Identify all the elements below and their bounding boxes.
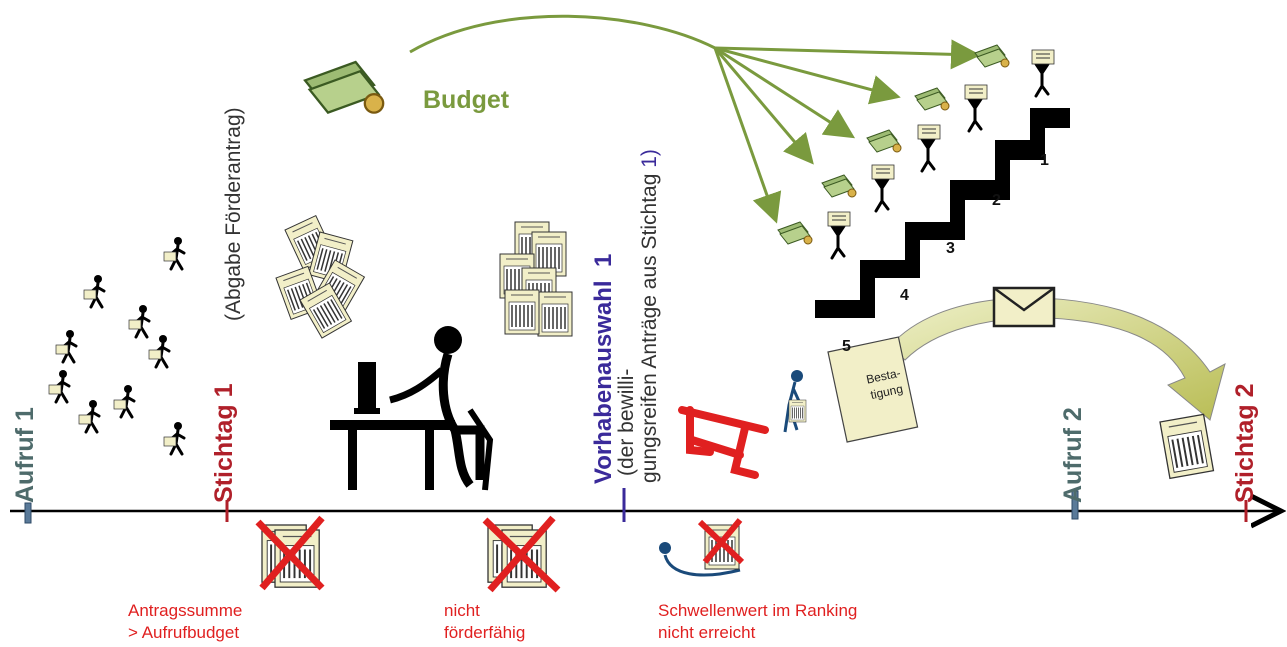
step-number-1: 1 <box>1040 152 1049 169</box>
tick-aufruf2 <box>1071 490 1079 520</box>
marker-stichtag2: Stichtag 2 <box>1231 383 1259 503</box>
cross-mark-icon <box>255 515 325 591</box>
ranking-staircase <box>815 108 1070 318</box>
cross-mark-icon <box>482 515 561 593</box>
budget-label: Budget <box>423 86 510 114</box>
falling-applicant-icon <box>783 370 807 433</box>
rejected-forms-3 <box>659 518 745 577</box>
marker-aufruf1: Aufruf 1 <box>11 407 39 503</box>
hurdle-icon <box>678 406 769 479</box>
approved-forms-stack <box>499 221 573 337</box>
submitted-forms-pile <box>275 214 366 339</box>
confirmation-document <box>827 336 919 443</box>
reviewer-at-desk-icon <box>330 326 494 491</box>
caption-antragssumme: Antragssumme > Aufrufbudget <box>128 601 243 642</box>
step-number-2: 2 <box>992 192 1001 209</box>
abgabe-label: (Abgabe Förderantrag) <box>222 107 245 321</box>
step-number-4: 4 <box>900 287 909 304</box>
budget-arc <box>409 14 716 54</box>
rejected-forms-1 <box>255 515 325 591</box>
vorhaben-sub-line2: gungsreifen Anträge aus Stichtag 1) <box>638 149 661 483</box>
marker-vorhabenauswahl: Vorhabenauswahl 1 <box>590 253 617 484</box>
step-number-5: 5 <box>842 338 851 355</box>
budget-money-icon <box>303 60 385 114</box>
cross-mark-icon <box>697 518 745 565</box>
caption-schwellenwert: Schwellenwert im Ranking nicht erreicht <box>658 601 858 642</box>
marker-aufruf2: Aufruf 2 <box>1059 407 1087 503</box>
rejected-forms-2 <box>482 515 561 593</box>
envelope-icon <box>992 286 1056 328</box>
form-stichtag2 <box>1159 413 1215 480</box>
step-number-3: 3 <box>946 240 955 257</box>
marker-stichtag1: Stichtag 1 <box>210 383 238 503</box>
vorhaben-sub-line1: (der bewilli- <box>615 368 638 476</box>
applicant-crowd <box>47 235 186 456</box>
budget-distribution-arrows <box>713 39 981 224</box>
tick-aufruf1 <box>24 502 32 524</box>
caption-nicht-foerderfaehig: nicht förderfähig <box>444 601 526 642</box>
confirmation-arrow <box>889 297 1226 421</box>
